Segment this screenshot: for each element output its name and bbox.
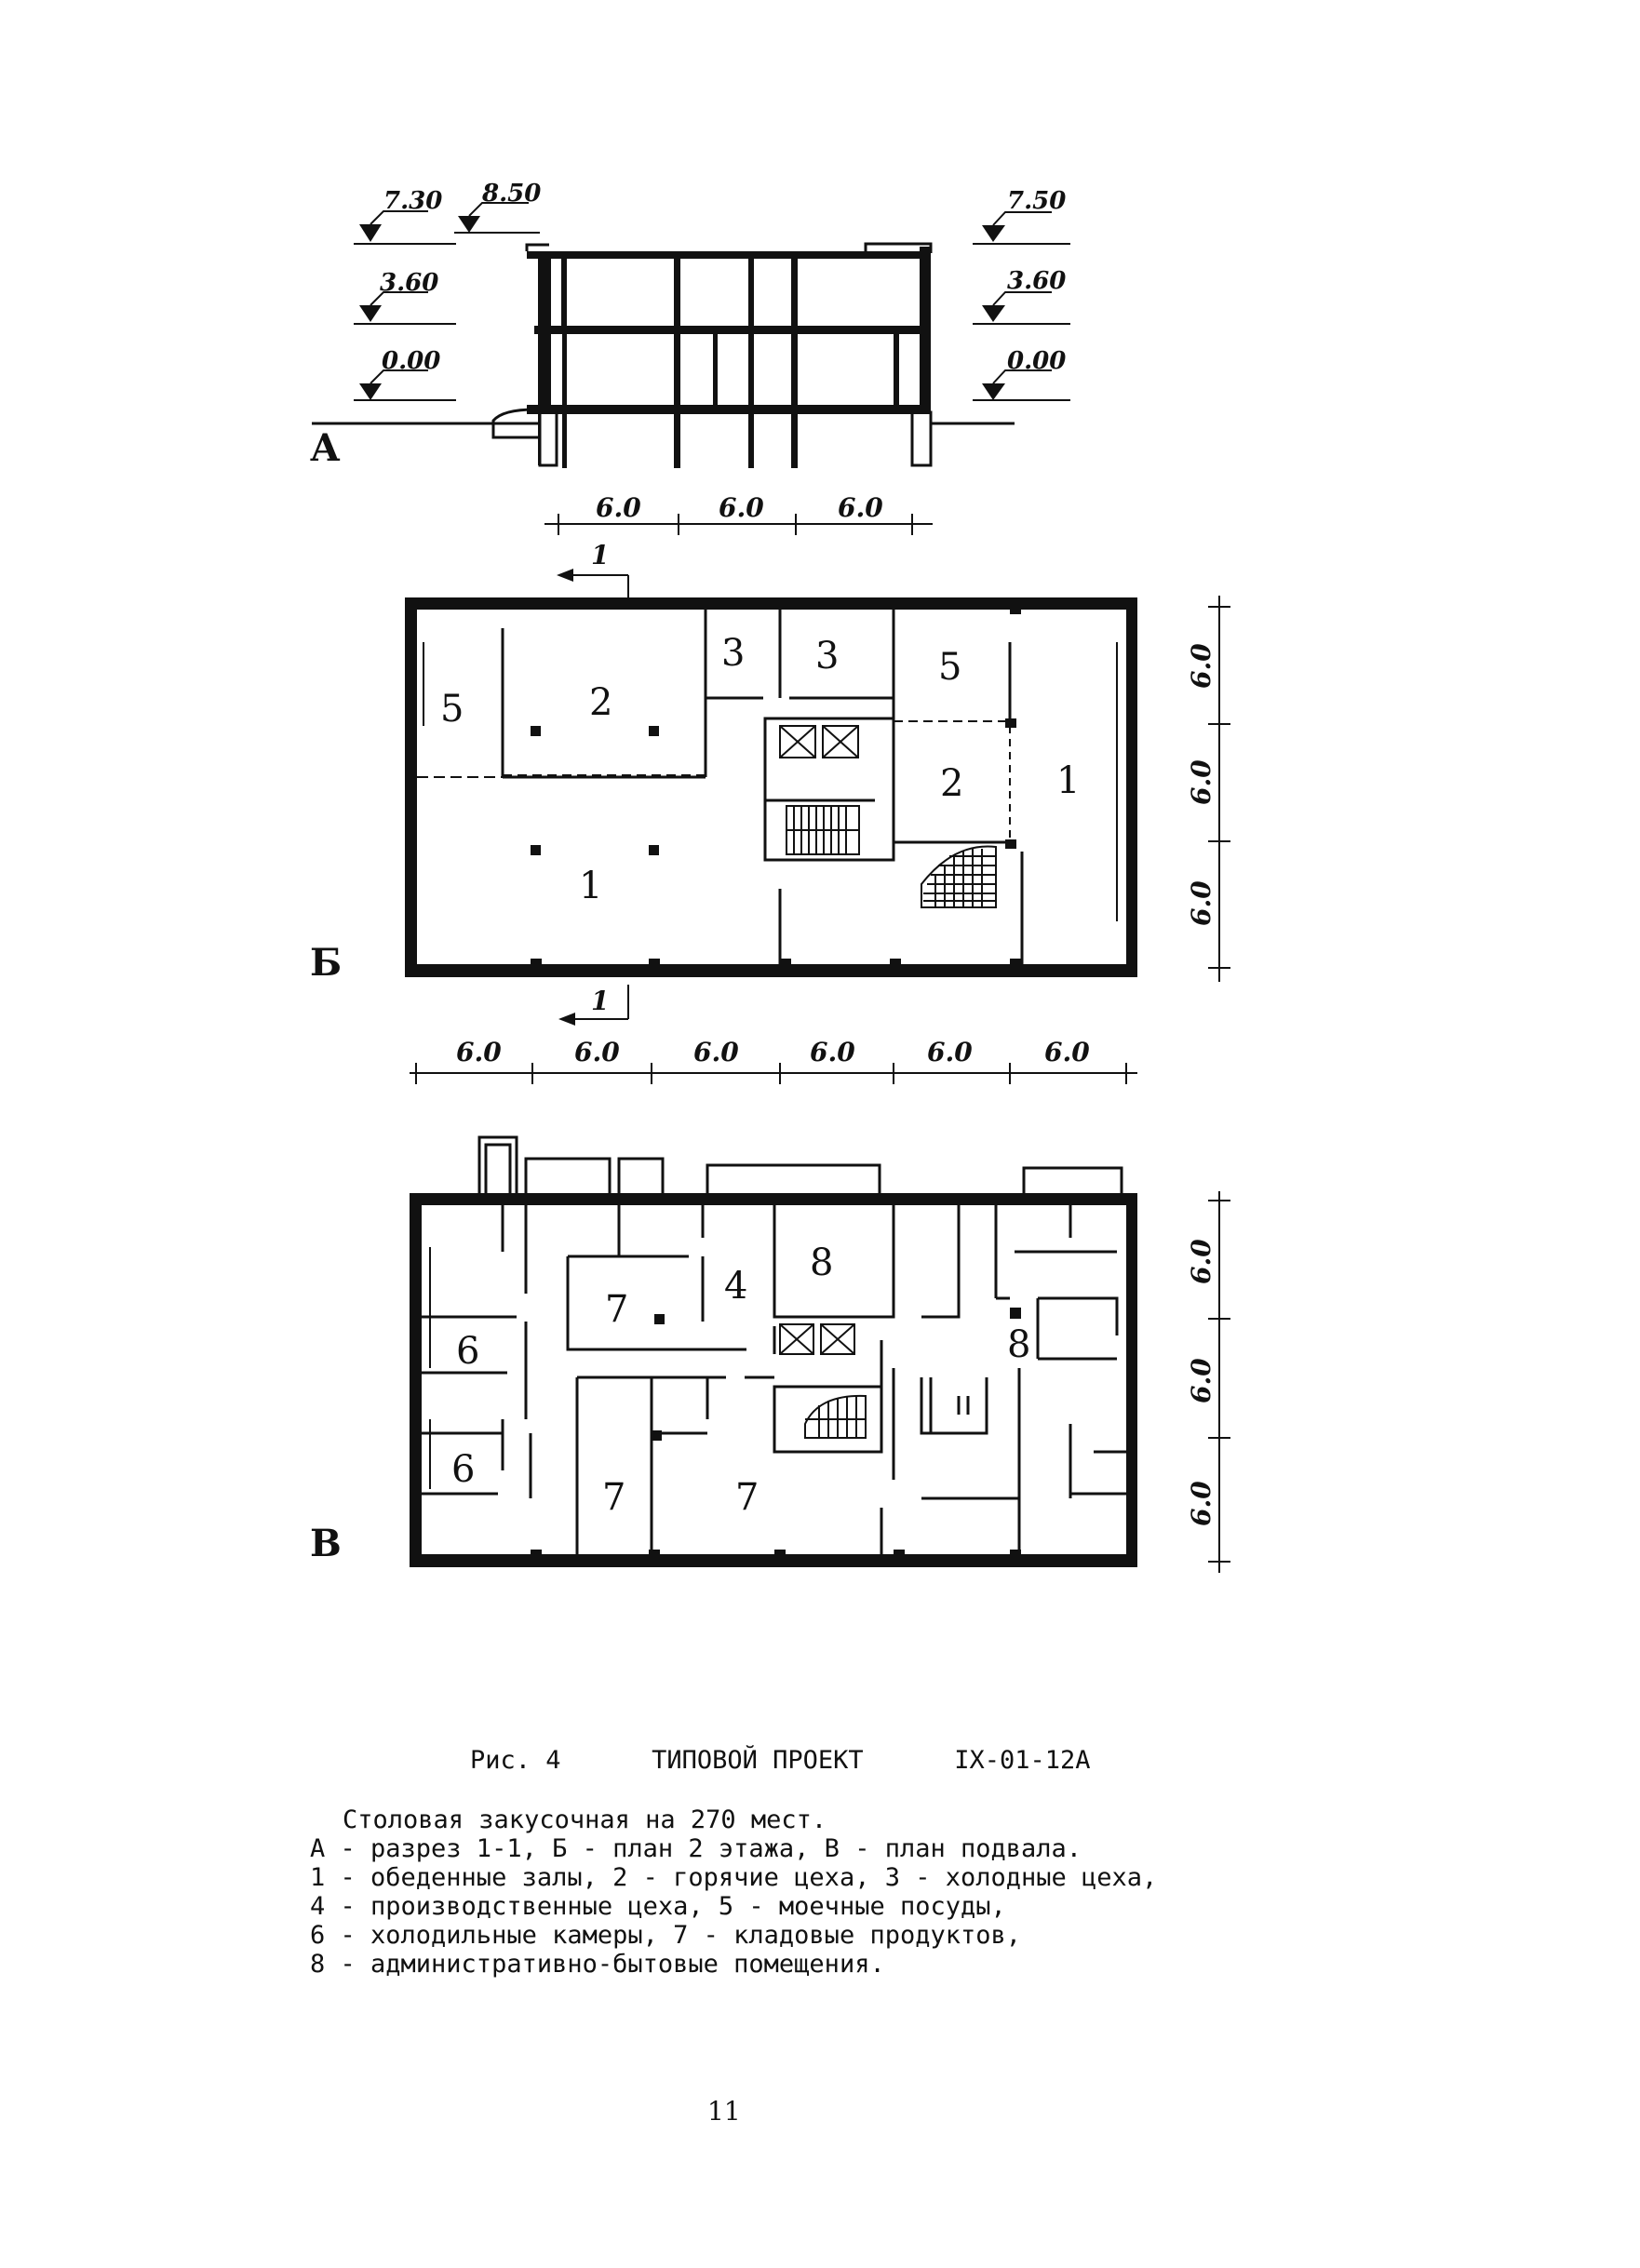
section-cut-label: 1 bbox=[591, 986, 609, 1016]
room-number: 1 bbox=[1056, 759, 1080, 802]
columns bbox=[531, 603, 1021, 972]
plan-b: 1 bbox=[310, 540, 1230, 1084]
dimension-label: 6.0 bbox=[1044, 1037, 1090, 1067]
section-bay-dimensions: 6.0 6.0 6.0 bbox=[544, 492, 933, 535]
stair-icon bbox=[786, 805, 860, 855]
dimension-label: 6.0 bbox=[596, 492, 641, 523]
plan-c: 8 7 4 8 6 6 7 7 6.0 6.0 6.0 В bbox=[310, 1135, 1230, 1573]
figure-legend: Столовая закусочная на 270 мест.А - разр… bbox=[310, 1805, 1157, 1979]
room-number: 5 bbox=[440, 688, 464, 731]
level-label: 0.00 bbox=[382, 347, 440, 375]
level-label: 3.60 bbox=[1007, 267, 1066, 295]
project-code: IX-01-12А bbox=[954, 1746, 1091, 1775]
page-number: 11 bbox=[707, 2096, 741, 2127]
dimension-label: 6.0 bbox=[927, 1037, 973, 1067]
dimension-label: 6.0 bbox=[719, 492, 764, 523]
room-number: 3 bbox=[721, 632, 745, 675]
section-cut-mark-top: 1 bbox=[557, 540, 629, 603]
room-number: 3 bbox=[815, 635, 839, 678]
room-number: 6 bbox=[451, 1448, 475, 1491]
columns bbox=[531, 1308, 1021, 1563]
dimension-label: 6.0 bbox=[810, 1037, 855, 1067]
room-number: 8 bbox=[1007, 1323, 1030, 1366]
level-marker-0-00-right: 0.00 bbox=[973, 347, 1070, 401]
figure-number: Рис. 4 bbox=[470, 1746, 561, 1775]
dimension-label: 6.0 bbox=[456, 1037, 502, 1067]
room-number: 5 bbox=[938, 646, 961, 689]
room-number: 7 bbox=[735, 1476, 759, 1519]
room-number: 8 bbox=[810, 1241, 833, 1284]
dimension-label: 6.0 bbox=[1186, 1358, 1217, 1403]
stair-icon bbox=[804, 1394, 867, 1439]
figure-caption-heading: Рис. 4 ТИПОВОЙ ПРОЕКТ IX-01-12А bbox=[470, 1746, 1091, 1775]
level-label: 8.50 bbox=[481, 180, 541, 208]
level-label: 0.00 bbox=[1007, 347, 1066, 375]
level-marker-7-50: 7.50 bbox=[973, 187, 1070, 245]
sheet-label-v: В bbox=[310, 1522, 342, 1565]
room-number: 1 bbox=[579, 865, 602, 907]
dimension-label: 6.0 bbox=[693, 1037, 739, 1067]
level-label: 7.30 bbox=[383, 187, 442, 215]
dimension-label: 6.0 bbox=[1186, 643, 1217, 689]
level-marker-0-00-left: 0.00 bbox=[354, 347, 456, 401]
level-marker-3-60-right: 3.60 bbox=[973, 267, 1070, 325]
section-cut-mark-bottom: 1 bbox=[558, 985, 629, 1026]
room-number: 7 bbox=[602, 1476, 625, 1519]
level-label: 7.50 bbox=[1007, 187, 1066, 215]
section-frame bbox=[525, 242, 933, 468]
room-number: 4 bbox=[724, 1265, 747, 1308]
room-number: 2 bbox=[589, 681, 612, 724]
level-marker-3-60-left: 3.60 bbox=[354, 269, 456, 325]
legend-line: 6 - холодильные камеры, 7 - кладовые про… bbox=[310, 1921, 1022, 1950]
room-number: 7 bbox=[605, 1288, 628, 1331]
dimension-label: 6.0 bbox=[1186, 759, 1217, 805]
level-marker-7-30: 7.30 bbox=[354, 187, 456, 245]
room-number: 2 bbox=[940, 762, 963, 805]
section-cut-label: 1 bbox=[591, 540, 609, 570]
legend-line: 4 - производственные цеха, 5 - моечные п… bbox=[310, 1892, 1006, 1921]
plan-b-bottom-dimensions: 6.0 6.0 6.0 6.0 6.0 6.0 bbox=[410, 1037, 1137, 1084]
dimension-label: 6.0 bbox=[1186, 880, 1217, 926]
dimension-label: 6.0 bbox=[1186, 1481, 1217, 1526]
dimension-label: 6.0 bbox=[838, 492, 883, 523]
stair-icon bbox=[921, 845, 997, 908]
dimension-label: 6.0 bbox=[574, 1037, 620, 1067]
legend-line: 8 - административно-бытовые помещения. bbox=[310, 1950, 885, 1979]
level-marker-8-50: 8.50 bbox=[454, 180, 541, 234]
plan-b-right-dimensions: 6.0 6.0 6.0 bbox=[1186, 596, 1230, 982]
level-label: 3.60 bbox=[380, 269, 438, 297]
sheet-label-a: А bbox=[310, 426, 341, 470]
room-number: 6 bbox=[456, 1330, 479, 1373]
dimension-label: 6.0 bbox=[1186, 1239, 1217, 1284]
plan-c-right-dimensions: 6.0 6.0 6.0 bbox=[1186, 1191, 1230, 1573]
sheet-label-b: Б bbox=[310, 941, 342, 985]
section-a: 7.30 8.50 3.60 0.00 7.50 bbox=[310, 180, 1070, 535]
project-type: ТИПОВОЙ ПРОЕКТ bbox=[652, 1746, 864, 1775]
legend-title: Столовая закусочная на 270 мест. bbox=[343, 1805, 827, 1834]
legend-line: 1 - обеденные залы, 2 - горячие цеха, 3 … bbox=[310, 1863, 1158, 1892]
legend-line: А - разрез 1-1, Б - план 2 этажа, В - пл… bbox=[310, 1834, 1082, 1863]
